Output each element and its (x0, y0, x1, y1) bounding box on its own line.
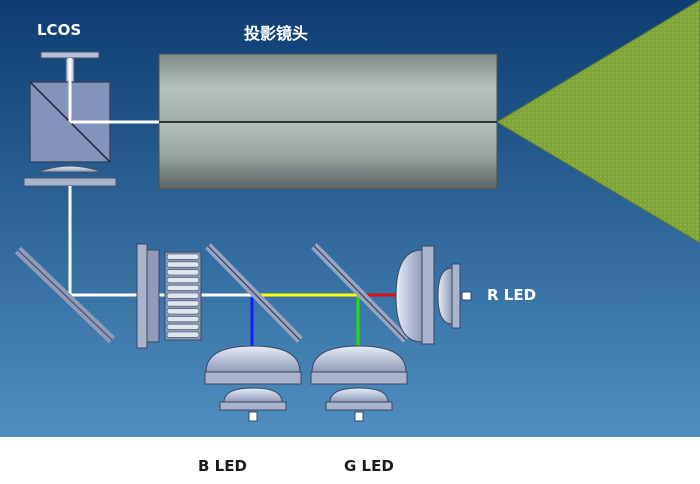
lcos-condenser-lens (23, 165, 117, 187)
dichroic-mirror-green (311, 243, 409, 343)
lenslet (166, 331, 200, 338)
relay-lens (136, 243, 160, 349)
lcos-label: LCOS (37, 21, 82, 39)
projection-cone (496, 0, 700, 244)
lenslet (166, 300, 200, 307)
optical-diagram (0, 0, 700, 437)
lenslet (166, 308, 200, 315)
g-led-label: G LED (344, 457, 394, 475)
lenslet (166, 253, 200, 260)
lenslet (166, 261, 200, 268)
lenslet (166, 292, 200, 299)
fly-eye-lens-array (164, 251, 202, 341)
projection-lens-label: 投影镜头 (244, 24, 309, 43)
r-led-label: R LED (487, 286, 537, 304)
r-led-assembly (395, 245, 472, 345)
lenslet (166, 277, 200, 284)
lenslet (166, 323, 200, 330)
white-beam (68, 58, 252, 297)
lenslet (166, 284, 200, 291)
lenslet (166, 269, 200, 276)
b-led-label: B LED (198, 457, 247, 475)
b-led-assembly (204, 345, 302, 422)
dichroic-mirror-blue (205, 243, 303, 343)
projection-lens (158, 53, 498, 190)
g-led-assembly (310, 345, 408, 422)
lenslet (166, 316, 200, 323)
